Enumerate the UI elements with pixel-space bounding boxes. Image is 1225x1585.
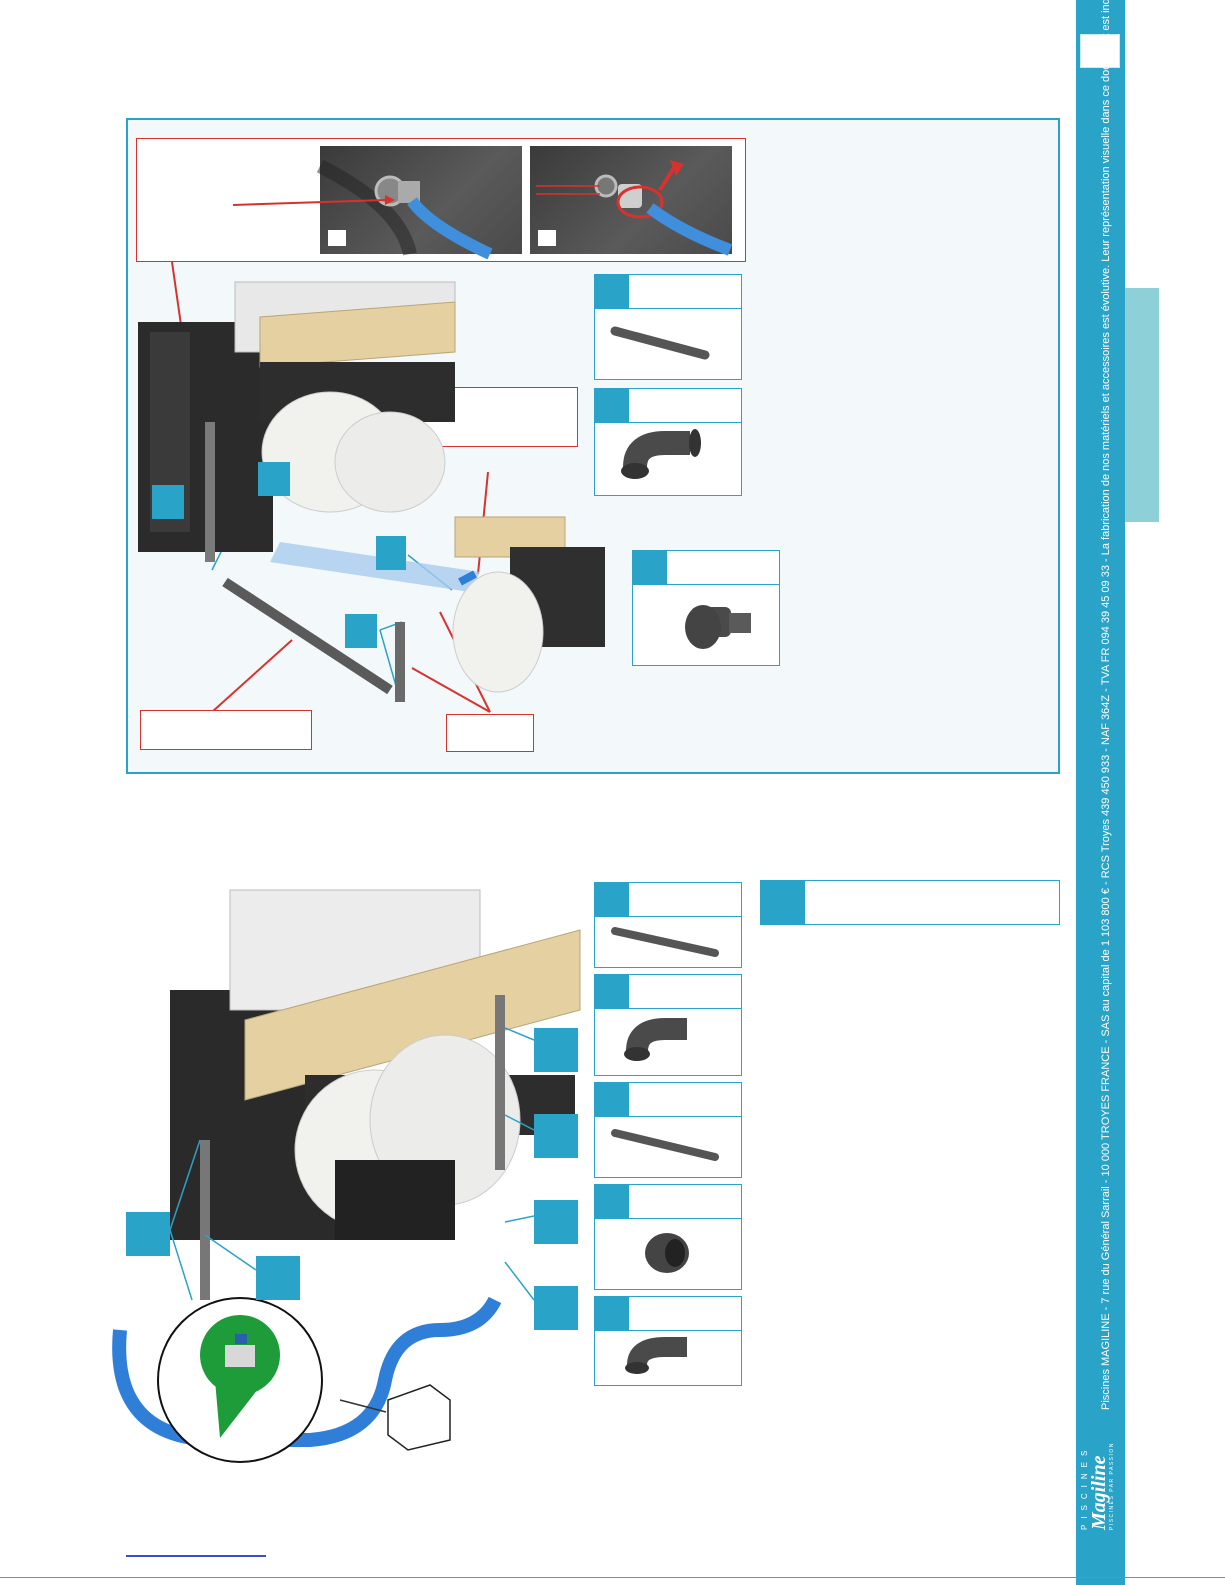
part-card-pipe-b1 (594, 882, 742, 968)
part-number (595, 1185, 629, 1219)
part-card-elbow-b1 (594, 974, 742, 1076)
part-number (595, 1297, 629, 1331)
fitting-removal-icon (536, 160, 733, 256)
part-card-header (595, 1297, 741, 1331)
elbow-90-icon (621, 429, 701, 479)
pvc-pipe-icon (611, 927, 719, 957)
marker-d (345, 614, 377, 648)
page-bottom-rule (0, 1577, 1225, 1578)
part-card-elbow (594, 388, 742, 496)
part-card-elbow-b2 (594, 1296, 742, 1386)
part-card-sleeve (594, 1184, 742, 1290)
step-header-box (760, 880, 1060, 925)
pvc-pipe-icon (611, 1129, 719, 1161)
part-card-header (595, 975, 741, 1009)
marker-h (534, 1114, 578, 1158)
label-box-2 (140, 710, 312, 750)
label-box-3 (446, 714, 534, 752)
page-tab (1080, 34, 1120, 68)
marker-g (534, 1028, 578, 1072)
part-card-reducer (632, 550, 780, 666)
marker-a (152, 485, 184, 519)
photo-badge-2 (538, 230, 556, 246)
part-card-header (595, 1083, 741, 1117)
sleeve-coupling-icon (645, 1233, 689, 1273)
photo-badge-1 (328, 230, 346, 246)
marker-f (256, 1256, 300, 1300)
part-number (595, 389, 629, 423)
part-card-header (633, 551, 779, 585)
sidebar (1076, 0, 1125, 1585)
part-card-header (595, 1185, 741, 1219)
skimmer-piping-illustration (112, 889, 581, 1463)
part-card-pipe (594, 274, 742, 380)
pvc-pipe-icon (610, 326, 710, 360)
part-number (595, 975, 629, 1009)
part-card-header (595, 883, 741, 917)
part-card-header (595, 275, 741, 309)
step-number (761, 881, 805, 924)
detail-photo-1 (316, 146, 522, 260)
footer-link-underline (126, 1555, 266, 1557)
part-number (595, 275, 629, 309)
part-card-header (595, 389, 741, 423)
skimmer-assembly-illustration (138, 281, 605, 702)
reducer-fitting-icon (685, 605, 751, 649)
marker-c (376, 536, 406, 570)
marker-e (126, 1212, 170, 1256)
detail-photo-2 (530, 146, 733, 256)
part-card-pipe-b2 (594, 1082, 742, 1178)
elbow-90-icon (625, 1337, 687, 1374)
marker-i (534, 1200, 578, 1244)
elbow-90-icon (624, 1018, 687, 1061)
section-tab (1125, 288, 1159, 522)
marker-b (258, 462, 290, 496)
part-number (633, 551, 667, 585)
marker-j (534, 1286, 578, 1330)
part-number (595, 883, 629, 917)
fitting-photo-icon (316, 159, 493, 260)
part-number (595, 1083, 629, 1117)
